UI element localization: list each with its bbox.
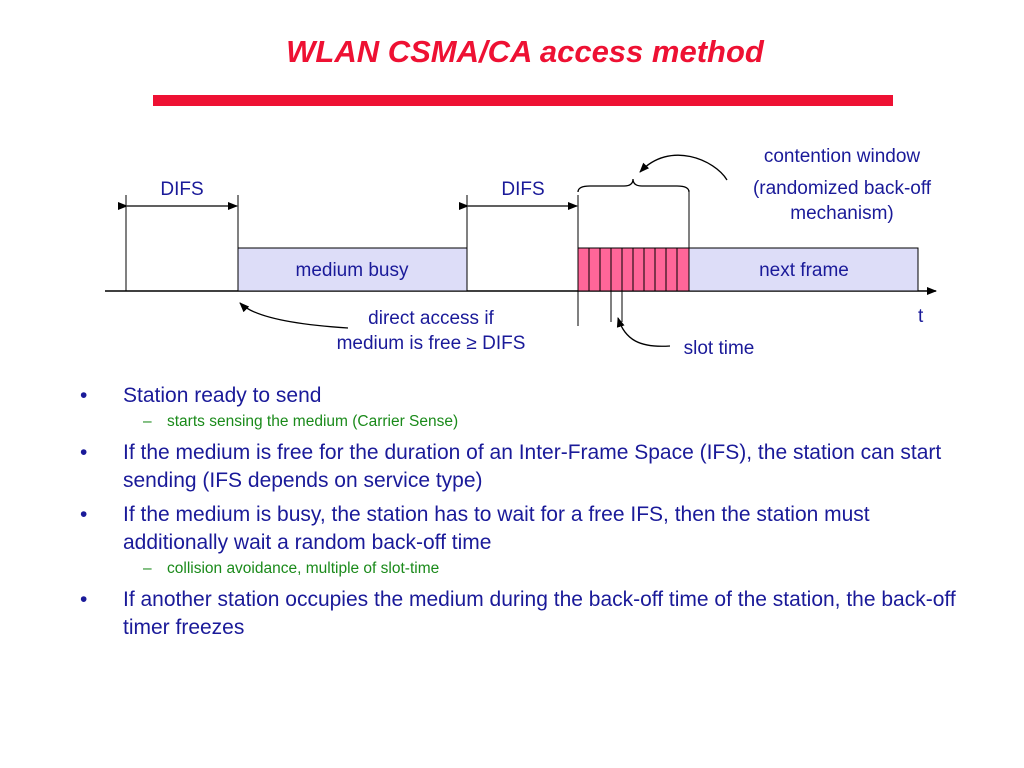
bullet-marker: • [80,384,88,407]
direct-access-label: direct access if [368,308,494,329]
sub-bullet-marker: – [143,560,152,577]
contention-window-label-line2: (randomized back-off [753,178,932,199]
difs-left-label: DIFS [160,179,203,200]
backoff-slot-lines [588,248,678,291]
bullet-marker: • [80,588,88,611]
bullet-item: • If the medium is free for the duration… [80,439,980,495]
slide-title: WLAN CSMA/CA access method [286,34,764,69]
contention-window-brace [577,178,690,193]
slot-time-pointer [616,317,671,347]
bullet-item: • Station ready to send – starts sensing… [80,382,980,433]
sub-bullet: – collision avoidance, multiple of slot-… [80,558,980,580]
next-frame-label: next frame [759,260,849,281]
bullet-text: If the medium is free for the duration o… [123,441,942,492]
bullet-list: • Station ready to send – starts sensing… [80,382,980,648]
next-frame-box [688,247,919,292]
bullet-item: • If the medium is busy, the station has… [80,501,980,580]
sub-bullet-text: collision avoidance, multiple of slot-ti… [167,560,440,577]
contention-window-label-line3: mechanism) [790,203,893,224]
bullet-marker: • [80,441,88,464]
title-underline [153,95,893,106]
bullet-text: If another station occupies the medium d… [123,588,956,639]
bullet-marker: • [80,503,88,526]
bullet-text: If the medium is busy, the station has t… [123,503,870,554]
bullet-item: • If another station occupies the medium… [80,586,980,642]
sub-bullet-marker: – [143,413,152,430]
contention-window-label: contention window [764,146,921,167]
csma-ca-timing-diagram: t DIFS DIFS medium busy next frame conte… [105,146,937,359]
sub-bullet-text: starts sensing the medium (Carrier Sense… [167,413,459,430]
sub-bullet: – starts sensing the medium (Carrier Sen… [80,411,980,433]
time-axis-label: t [918,306,924,327]
contention-window-pointer [639,154,728,181]
direct-access-label-line2: medium is free ≥ DIFS [337,333,526,354]
slot-time-label: slot time [684,338,755,359]
difs-right-label: DIFS [501,179,544,200]
bullet-text: Station ready to send [123,384,322,407]
medium-busy-box [237,247,468,292]
medium-busy-label: medium busy [296,260,409,281]
direct-access-pointer [239,302,349,329]
